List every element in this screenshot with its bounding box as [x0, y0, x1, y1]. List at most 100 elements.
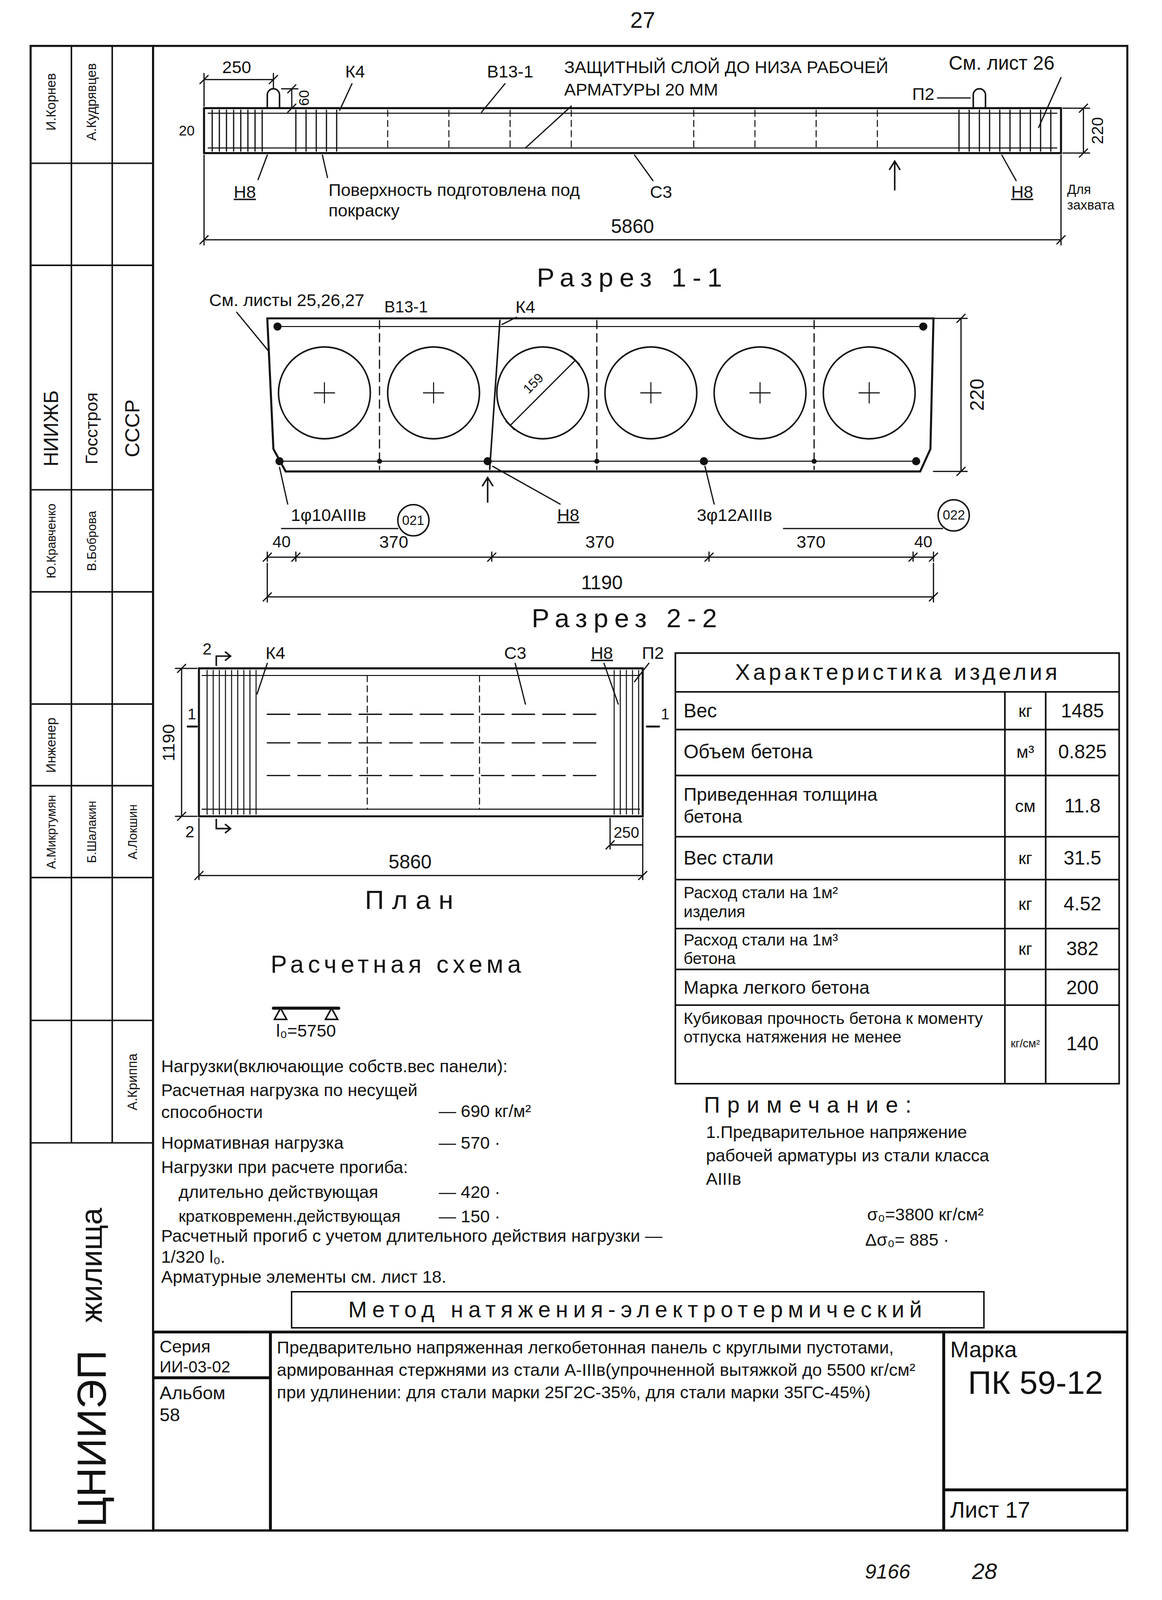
- drawing-label: l₀=5750: [276, 1020, 337, 1042]
- drawing-label: кг: [1018, 700, 1033, 722]
- drawing-label: Расход стали на 1м² изделия: [683, 883, 858, 921]
- drawing-label: НИИЖБ: [38, 390, 64, 467]
- drawing-label: 1: [661, 704, 670, 724]
- drawing-label: кг: [1018, 938, 1033, 960]
- drawing-label: 1190: [157, 723, 179, 762]
- drawing-label: σ₀=3800 кг/см²: [867, 1203, 984, 1225]
- drawing-label: 220: [1087, 116, 1108, 145]
- drawing-label: Б.Шалакин: [84, 800, 99, 863]
- position-circle: 022: [937, 498, 971, 532]
- drawing-label: Нагрузки при расчете прогиба:: [161, 1156, 409, 1178]
- node-text: Альбом: [159, 1381, 226, 1404]
- drawing-label: В.Боброва: [84, 510, 99, 572]
- drawing-label: В13-1: [486, 60, 534, 82]
- title-cell: СерияИИ-03-02: [152, 1331, 271, 1378]
- drawing-label: Расчетная нагрузка по несущей способност…: [161, 1079, 488, 1123]
- drawing-label: Н8: [557, 504, 580, 526]
- drawing-label: С3: [504, 642, 527, 664]
- drawing-label: 2: [202, 639, 212, 659]
- drawing-label: Вес стали: [683, 846, 774, 870]
- drawing-label: 1: [187, 704, 196, 724]
- drawing-label: 220: [965, 378, 990, 411]
- drawing-label: 31.5: [1063, 846, 1102, 870]
- drawing-label: См. листы 25,26,27: [209, 289, 365, 311]
- drawing-label: см: [1014, 795, 1036, 817]
- drawing-label: 1φ10АIIIв: [290, 504, 367, 526]
- drawing-label: 0.825: [1058, 740, 1107, 764]
- drawing-label: Разрез 2-2: [531, 602, 724, 634]
- title-cell: МаркаПК 59-12: [943, 1331, 1128, 1490]
- drawing-label: кг/см²: [1010, 1036, 1040, 1051]
- node-text: ИИ-03-02: [159, 1356, 231, 1377]
- drawing-label: 20: [178, 121, 195, 139]
- drawing-label: П2: [641, 642, 664, 664]
- drawing-label: Арматурные элементы см. лист 18.: [161, 1265, 447, 1287]
- drawing-label: — 690 кг/м²: [438, 1100, 531, 1122]
- drawing-label: Для захвата: [1066, 181, 1126, 214]
- drawing-label: м³: [1016, 741, 1034, 763]
- drawing-label: длительно действующая: [178, 1181, 379, 1202]
- drawing-label: В13-1: [384, 297, 428, 317]
- drawing-label: К4: [265, 642, 286, 664]
- position-circle: 021: [397, 503, 430, 537]
- drawing-label: 250: [222, 57, 251, 78]
- drawing-label: П2: [912, 83, 934, 105]
- drawing-label: 27: [630, 6, 656, 34]
- drawing-label: А.Криппа: [124, 1052, 141, 1110]
- node-text: Лист 17: [950, 1496, 1030, 1524]
- drawing-label: 382: [1066, 936, 1099, 961]
- drawing-label: Вес: [683, 699, 718, 724]
- method-box: Метод натяжения-электротермический: [290, 1290, 985, 1329]
- drawing-label: Расчетный прогиб с учетом длительного де…: [161, 1225, 692, 1267]
- drawing-label: 370: [379, 531, 409, 553]
- node-text: Марка: [950, 1335, 1017, 1363]
- drawing-label: 200: [1066, 975, 1099, 1000]
- drawing-label: 9166: [864, 1559, 911, 1584]
- drawing-label: 1485: [1060, 699, 1104, 724]
- node-text: 58: [159, 1403, 181, 1426]
- drawing-label: Нагрузки(включающие собств.вес панели):: [161, 1055, 508, 1077]
- drawing-label: Н8: [233, 181, 256, 203]
- drawing-label: СССР: [120, 399, 145, 458]
- drawing-label: — 150 ·: [438, 1205, 501, 1227]
- drawing-label: Госстроя: [81, 392, 103, 465]
- drawing-label: Инженер: [42, 717, 59, 773]
- drawing-label: 2: [185, 821, 195, 841]
- drawing-label: Объем бетона: [683, 740, 813, 764]
- drawing-label: — 420 ·: [438, 1181, 501, 1202]
- drawing-label: ЗАЩИТНЫЙ СЛОЙ ДО НИЗА РАБОЧЕЙ АРМАТУРЫ 2…: [564, 56, 901, 102]
- title-cell: Лист 17: [943, 1489, 1128, 1531]
- drawing-label: жилища: [73, 1207, 111, 1323]
- drawing-label: 140: [1066, 1031, 1099, 1056]
- drawing-label: Расчетная схема: [270, 949, 525, 979]
- drawing-label: Расход стали на 1м³ бетона: [683, 930, 858, 969]
- drawing-label: А.Кудрявцев: [83, 63, 100, 141]
- drawing-label: План: [364, 883, 462, 916]
- drawing-label: Поверхность подготовлена под покраску: [328, 179, 594, 222]
- drawing-label: 4.52: [1063, 892, 1102, 916]
- drawing-label: 1190: [581, 571, 624, 595]
- drawing-label: кратковременн.действующая: [178, 1206, 401, 1226]
- drawing-label: 60: [295, 90, 313, 107]
- drawing-label: А.Микртумян: [43, 794, 59, 869]
- drawing-label: 3φ12АIIIв: [696, 504, 773, 526]
- drawing-label: кг: [1018, 893, 1033, 915]
- drawing-label: 1.Предварительное напряжение рабочей арм…: [705, 1120, 1012, 1191]
- title-cell: Альбом58: [152, 1377, 271, 1531]
- drawing-label: 40: [272, 532, 291, 552]
- drawing-label: И.Корнев: [42, 73, 59, 131]
- drawing-label: Кубиковая прочность бетона к моменту отп…: [683, 1009, 1000, 1047]
- drawing-label: Н8: [590, 642, 613, 664]
- drawing-label: 40: [914, 532, 933, 552]
- drawing-label: ЦНИИЭП: [67, 1350, 117, 1527]
- drawing-label: кг: [1018, 847, 1033, 869]
- drawing-label: Ю.Кравченко: [43, 503, 59, 578]
- node-text: ПК 59-12: [968, 1362, 1104, 1402]
- drawing-label: 28: [971, 1557, 997, 1585]
- drawing-label: Разрез 1-1: [536, 261, 729, 294]
- node-text: Серия: [159, 1335, 211, 1357]
- node-text: Предварительно напряженная легкобетонная…: [276, 1335, 937, 1404]
- node-text: Метод натяжения-электротермический: [348, 1295, 928, 1323]
- drawing-label: Примечание:: [704, 1091, 919, 1119]
